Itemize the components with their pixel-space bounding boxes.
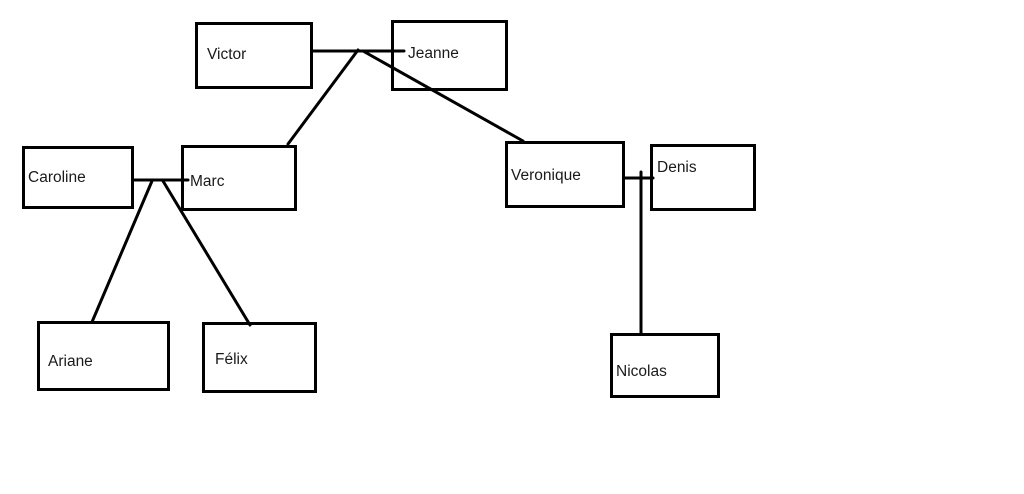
node-felix-label: Félix xyxy=(215,351,248,369)
node-marc: Marc xyxy=(181,145,297,211)
node-ariane-label: Ariane xyxy=(48,353,93,371)
node-caroline-label: Caroline xyxy=(28,168,86,186)
node-veronique: Veronique xyxy=(505,141,625,208)
node-victor-label: Victor xyxy=(207,45,247,63)
node-jeanne: Jeanne xyxy=(391,20,508,91)
node-jeanne-label: Jeanne xyxy=(408,44,459,62)
node-victor: Victor xyxy=(195,22,313,89)
node-caroline: Caroline xyxy=(22,146,134,209)
node-nicolas-label: Nicolas xyxy=(616,362,667,380)
node-marc-label: Marc xyxy=(190,173,225,191)
node-denis: Denis xyxy=(650,144,756,211)
node-ariane: Ariane xyxy=(37,321,170,391)
node-denis-label: Denis xyxy=(657,159,697,177)
node-nicolas: Nicolas xyxy=(610,333,720,398)
node-felix: Félix xyxy=(202,322,317,393)
node-veronique-label: Veronique xyxy=(511,167,581,185)
